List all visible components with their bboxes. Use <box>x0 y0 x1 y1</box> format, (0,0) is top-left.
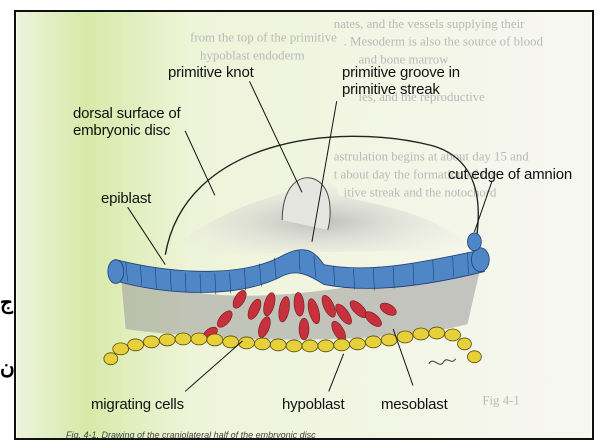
label-primitive-groove-line1: primitive groove in <box>342 64 460 81</box>
figure-frame: nates, and the vessels supplying their .… <box>14 10 594 440</box>
margin-glyph-2: ن <box>0 355 15 379</box>
svg-text:nates, and the vessels supplyi: nates, and the vessels supplying their <box>334 17 525 31</box>
svg-text:astrulation begins at about da: astrulation begins at about day 15 and <box>334 150 530 164</box>
svg-text:. Mesoderm is also the source: . Mesoderm is also the source of blood <box>344 35 544 49</box>
svg-text:from the top of the primitive: from the top of the primitive <box>190 31 337 45</box>
svg-text:hypoblast endoderm: hypoblast endoderm <box>200 49 305 63</box>
embryonic-disc-illustration: nates, and the vessels supplying their .… <box>16 12 592 438</box>
label-dorsal-surface-line2: embryonic disc <box>73 122 170 139</box>
label-cut-edge-of-amnion: cut edge of amnion <box>448 166 572 183</box>
label-mesoblast: mesoblast <box>381 396 448 413</box>
svg-text:Fig 4-1: Fig 4-1 <box>482 393 520 407</box>
label-epiblast: epiblast <box>101 190 151 207</box>
label-primitive-groove-line2: primitive streak <box>342 81 440 98</box>
label-migrating-cells: migrating cells <box>91 396 184 413</box>
svg-text:itive streak and the notochord: itive streak and the notochord <box>344 185 497 199</box>
label-primitive-knot: primitive knot <box>168 64 254 81</box>
margin-glyph-1: ج <box>0 290 13 314</box>
figure-caption: Fig. 4-1. Drawing of the craniolateral h… <box>66 430 316 440</box>
label-dorsal-surface-line1: dorsal surface of <box>73 105 181 122</box>
label-hypoblast: hypoblast <box>282 396 344 413</box>
